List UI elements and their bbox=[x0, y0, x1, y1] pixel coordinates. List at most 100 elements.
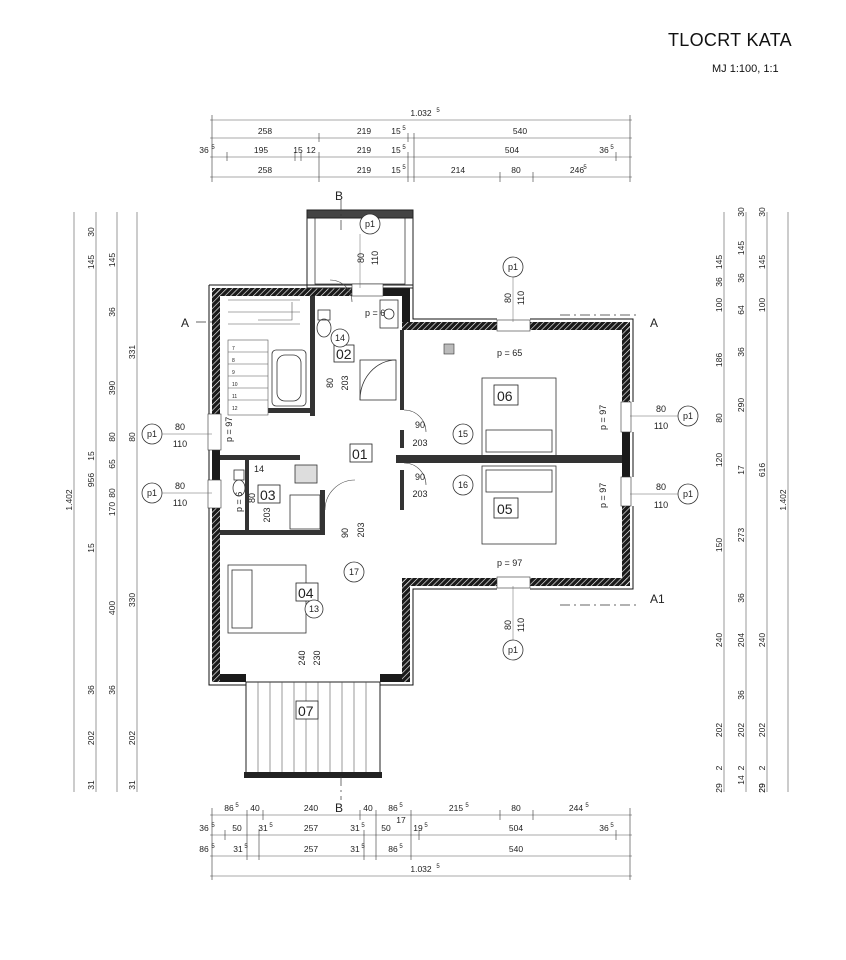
dim-right-c1-10: 204 bbox=[736, 633, 746, 647]
dim-right-c1-9: 36 bbox=[736, 593, 746, 603]
sill-room05: p = 97 bbox=[598, 483, 608, 508]
chimney bbox=[443, 343, 455, 355]
dim-bot-r2-8: 36 bbox=[599, 823, 609, 833]
drawing-title: TLOCRT KATA bbox=[668, 30, 792, 50]
dim-right-c1-8: 273 bbox=[736, 528, 746, 542]
dim-right-overall: 1.402 bbox=[778, 489, 788, 511]
dim-top-r2-h: 36 bbox=[599, 145, 609, 155]
left-dimension-labels: 1.402 956 145 36 390 80 65 80 170 400 30… bbox=[64, 227, 137, 790]
svg-text:8: 8 bbox=[232, 358, 235, 364]
sill-notes: p = 6 p = 65 p = 97 p = 97 p = 97 p = 97… bbox=[224, 308, 608, 568]
svg-text:10: 10 bbox=[232, 382, 238, 388]
svg-text:110: 110 bbox=[516, 291, 526, 305]
svg-text:5: 5 bbox=[402, 145, 406, 151]
staircase bbox=[227, 299, 300, 416]
bed-room-05 bbox=[481, 465, 557, 545]
room-03: 03 bbox=[260, 487, 276, 503]
top-dimension-chain bbox=[210, 115, 632, 182]
svg-text:5: 5 bbox=[399, 844, 403, 850]
dim-left-x0: 36 bbox=[107, 685, 117, 695]
wc-fixtures bbox=[232, 464, 321, 530]
dim-left-c4-5: 15 bbox=[86, 543, 96, 553]
dim-bot-r1-7: 244 bbox=[569, 803, 583, 813]
svg-text:5: 5 bbox=[211, 823, 215, 829]
svg-text:5: 5 bbox=[436, 108, 440, 114]
dim-bot-r3-3: 31 bbox=[350, 844, 360, 854]
dim-left-x4: 36 bbox=[86, 685, 96, 695]
room-circle-labels: 13 14 14 15 16 17 bbox=[254, 333, 468, 614]
svg-text:5: 5 bbox=[610, 145, 614, 151]
section-labels: A A A1 B B bbox=[181, 189, 665, 815]
dim-right-c3-4: 240 bbox=[757, 633, 767, 647]
bottom-dimension-chain bbox=[210, 808, 632, 880]
dim-right-c3-6: 2 bbox=[757, 765, 767, 770]
section-a1: A1 bbox=[650, 592, 665, 606]
sill-bath: p = 6 bbox=[365, 308, 385, 318]
dim-bot-r3-5: 540 bbox=[509, 844, 523, 854]
dim-top-r1-b: 219 bbox=[357, 126, 371, 136]
svg-text:203: 203 bbox=[412, 438, 427, 448]
svg-text:80: 80 bbox=[175, 422, 185, 432]
sill-wc: p = 6 bbox=[234, 492, 244, 512]
section-b-top: B bbox=[335, 189, 343, 203]
dim-right-c1-5: 290 bbox=[736, 398, 746, 412]
dim-bot-r2-5: 50 bbox=[381, 823, 391, 833]
dim-bot-r2-3: 257 bbox=[304, 823, 318, 833]
tag-p1-left-a: p1 bbox=[147, 429, 157, 439]
dim-top-r2-a: 36 bbox=[199, 145, 209, 155]
dim-bot-r1-5: 215 bbox=[449, 803, 463, 813]
dim-top-r1-c: 15 bbox=[391, 126, 401, 136]
svg-text:240: 240 bbox=[297, 650, 307, 665]
svg-text:80: 80 bbox=[656, 482, 666, 492]
svg-text:80: 80 bbox=[656, 404, 666, 414]
dim-bot-r2-7: 504 bbox=[509, 823, 523, 833]
dim-left-c3-1: 36 bbox=[107, 307, 117, 317]
room-06: 06 bbox=[497, 388, 513, 404]
svg-text:5: 5 bbox=[402, 165, 406, 171]
svg-text:80: 80 bbox=[503, 620, 513, 630]
svg-text:110: 110 bbox=[173, 439, 187, 449]
room-01: 01 bbox=[352, 446, 368, 462]
dim-left-c4-4: 15 bbox=[86, 451, 96, 461]
bed-room-04 bbox=[227, 564, 307, 634]
dim-bot-r2-0: 36 bbox=[199, 823, 209, 833]
sill-hall-left: p = 97 bbox=[224, 417, 234, 442]
svg-text:5: 5 bbox=[399, 803, 403, 809]
svg-text:5: 5 bbox=[361, 823, 365, 829]
svg-text:110: 110 bbox=[654, 500, 668, 510]
circle-15: 15 bbox=[458, 429, 468, 439]
svg-text:203: 203 bbox=[412, 489, 427, 499]
sill-room05-bottom: p = 97 bbox=[497, 558, 522, 568]
dim-right-c1-12: 202 bbox=[736, 723, 746, 737]
svg-text:203: 203 bbox=[356, 522, 366, 537]
toilet-upper bbox=[316, 309, 332, 338]
sill-hall-top: p = 65 bbox=[497, 348, 522, 358]
dim-bot-r2-4: 31 bbox=[350, 823, 360, 833]
exterior-walls bbox=[208, 284, 634, 686]
dim-top-r3-b: 219 bbox=[357, 165, 371, 175]
dim-left-c3-5: 80 bbox=[107, 488, 117, 498]
dim-left-c3-2: 390 bbox=[107, 381, 117, 395]
svg-text:80: 80 bbox=[356, 253, 366, 263]
section-a-right: A bbox=[650, 316, 658, 330]
svg-text:5: 5 bbox=[583, 165, 587, 171]
dim-left-c4-3: 80 bbox=[127, 432, 137, 442]
dim-bot-r3-0: 86 bbox=[199, 844, 209, 854]
dim-bot-r3-4: 86 bbox=[388, 844, 398, 854]
svg-text:5: 5 bbox=[424, 823, 428, 829]
dim-right-c2-0: 145 bbox=[736, 241, 746, 255]
svg-text:5: 5 bbox=[269, 823, 273, 829]
dim-right-c2-6: 240 bbox=[714, 633, 724, 647]
right-dimension-labels: 1.402 30 145 36 64 186 290 120 17 273 36… bbox=[714, 207, 788, 793]
window-tags bbox=[141, 213, 699, 661]
svg-text:80: 80 bbox=[325, 378, 335, 388]
dim-top-r3-d: 214 bbox=[451, 165, 465, 175]
svg-text:5: 5 bbox=[244, 844, 248, 850]
svg-text:90: 90 bbox=[415, 420, 425, 430]
svg-text:5: 5 bbox=[585, 803, 589, 809]
tag-p1-left-b: p1 bbox=[147, 488, 157, 498]
stair-numbers: 7 8 9 10 11 12 bbox=[232, 346, 238, 412]
dim-right-c1-7: 17 bbox=[736, 465, 746, 475]
